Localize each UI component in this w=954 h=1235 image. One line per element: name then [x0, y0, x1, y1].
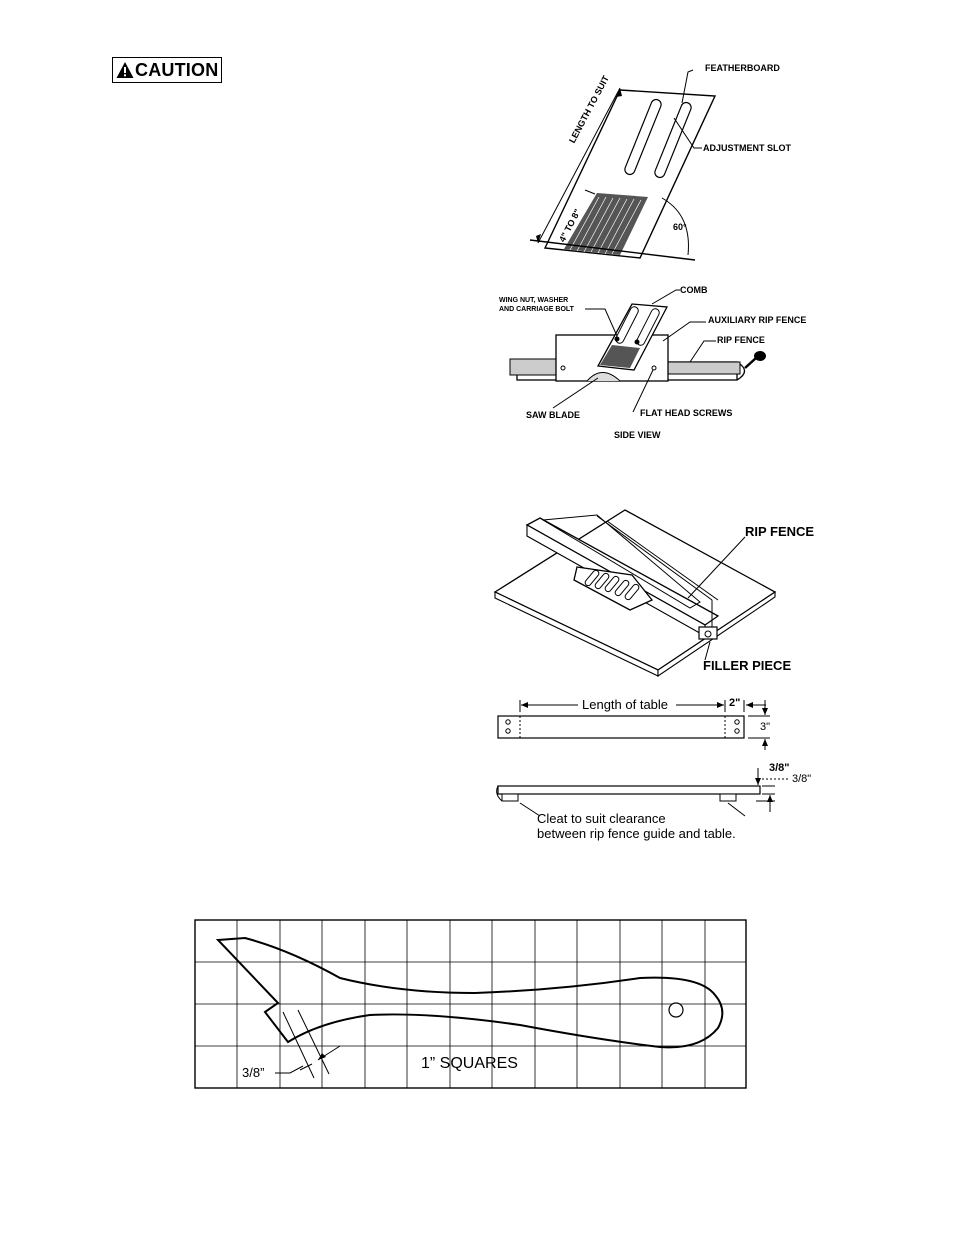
angle-label: 60° — [673, 222, 687, 232]
caution-badge: CAUTION — [112, 57, 222, 83]
flat-head-screws-label: FLAT HEAD SCREWS — [640, 408, 733, 418]
push-stick-outline — [215, 936, 724, 1049]
notch-label: 3/8” — [242, 1065, 265, 1080]
wing-nut-label-1: WING NUT, WASHER — [499, 297, 569, 304]
cleat-note-line-2: between rip fence guide and table. — [537, 826, 736, 841]
featherboard-label: FEATHERBOARD — [705, 63, 780, 73]
comb-label: COMB — [680, 285, 708, 295]
filler-piece-label: FILLER PIECE — [703, 658, 792, 673]
thickness-b-label: 3/8" — [792, 773, 812, 785]
rip-fence-label: RIP FENCE — [717, 335, 765, 345]
warning-triangle-icon — [116, 62, 134, 78]
side-view-caption: SIDE VIEW — [614, 430, 661, 440]
auxiliary-rip-fence-label: AUXILIARY RIP FENCE — [708, 315, 807, 325]
height-3in-label: 3" — [760, 721, 771, 733]
length-of-table-label: Length of table — [582, 697, 669, 712]
thickness-a-label: 3/8" — [769, 762, 790, 774]
wing-nut-label-2: AND CARRIAGE BOLT — [499, 306, 574, 313]
adjustment-slot-label: ADJUSTMENT SLOT — [703, 143, 792, 153]
grid-label: 1” SQUARES — [421, 1055, 518, 1072]
saw-blade-label: SAW BLADE — [526, 410, 580, 420]
rip-fence-label-2: RIP FENCE — [745, 524, 815, 539]
cleat-note-line-1: Cleat to suit clearance — [537, 811, 666, 826]
caution-label: CAUTION — [135, 59, 219, 80]
width-2in-label: 2" — [729, 697, 741, 709]
